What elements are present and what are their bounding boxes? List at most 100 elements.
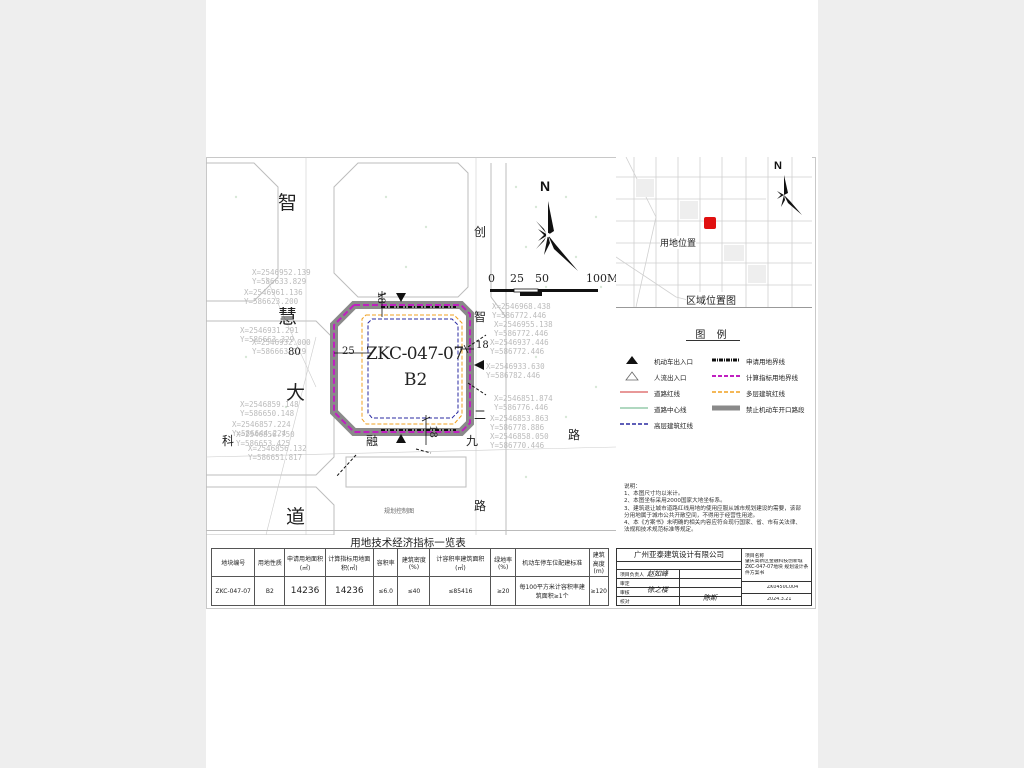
- role-label: 项目负责人: [620, 573, 644, 578]
- road-name-south-right: 路: [568, 428, 581, 442]
- dim-road-left: 80: [288, 347, 301, 358]
- notes-heading: 说明：: [624, 484, 641, 490]
- role-label: 审定: [620, 582, 630, 587]
- multistorey-setback-line: [361, 314, 463, 425]
- location-north-arrow: [777, 175, 802, 215]
- location-map: [616, 157, 812, 307]
- highrise-setback-line: [367, 318, 459, 419]
- scale-tick-100: 100M: [586, 272, 619, 285]
- legend-label: 道路红线: [654, 390, 680, 398]
- vehicle-entrance-east: [474, 360, 484, 370]
- table-header-cell: 建筑密度(%): [397, 548, 431, 577]
- table-cell: ≤85416: [429, 576, 492, 606]
- application-boundary-line: [381, 306, 456, 431]
- scale-tick-50: 50: [535, 272, 549, 285]
- legend-label: 人流出入口: [654, 374, 687, 382]
- location-divider: [616, 307, 812, 308]
- title-block: 广州亚泰建筑设计有限公司 项目名称 肇庆高新区金融科技创新城 ZKC-047-0…: [616, 548, 812, 606]
- road-name-east-5: 路: [474, 499, 487, 513]
- road-name-west-3: 大: [286, 382, 306, 404]
- bottom-caption: 规划控制图: [384, 508, 415, 515]
- site-location-label: 用地位置: [660, 236, 697, 249]
- dimension-marks: [334, 291, 474, 445]
- legend-label: 高层建筑红线: [654, 422, 693, 430]
- table-cell: ≥20: [490, 576, 516, 606]
- legend-symbol-vehicle-entrance: [626, 356, 638, 364]
- calculated-boundary-line: [333, 304, 471, 433]
- road-name-east-1: 创: [474, 225, 487, 239]
- legend-title-underline: [686, 340, 740, 341]
- legend-symbols: [620, 356, 740, 425]
- dim-bottom: 18: [426, 425, 438, 438]
- note-line: 分用地属于城市公共开敞空间，不得用于经营性用途。: [624, 512, 759, 519]
- table-cell: ≤6.0: [372, 576, 399, 606]
- location-north-label: N: [774, 160, 782, 172]
- table-cell: ≥120: [588, 576, 610, 606]
- note-line: 3、建筑退让城市道路红线用地的使用应服从城市规划建设的需要，该部: [624, 505, 801, 512]
- drawing-date: 2024.3.21: [767, 597, 792, 602]
- north-arrow-graphic: [536, 201, 578, 271]
- scale-bar: [490, 288, 598, 296]
- note-line: 4、本《方案书》未明确的相关内容应符合现行国家、省、市有关法律、: [624, 520, 801, 527]
- table-cell: ZKC-047-07: [210, 576, 256, 606]
- role-label: 审核: [620, 591, 630, 596]
- dim-top: 18: [374, 291, 386, 304]
- block-nw: [206, 162, 279, 302]
- table-divider: [206, 530, 616, 531]
- dim-right: 18: [476, 340, 489, 351]
- legend-title: 图 例: [695, 330, 731, 341]
- table-header-cell: 申请用地面积(㎡): [284, 548, 326, 577]
- project-name: 肇庆高新区金融科技创新城 ZKC-047-07地块 规划设计条件方案书: [745, 559, 809, 576]
- signature: 赵如峰: [647, 570, 668, 578]
- table-header-cell: 绿地率(%): [490, 548, 516, 577]
- road-name-east-2: 智: [474, 310, 487, 324]
- block-north: [333, 162, 469, 298]
- legend-label: 计算指标用地界线: [746, 374, 798, 382]
- table-header-cell: 建筑高度(m): [588, 548, 610, 577]
- road-name-west-4: 道: [286, 506, 306, 528]
- road-name-west-2: 慧: [278, 306, 298, 328]
- east-road-corner: [490, 296, 507, 318]
- vehicle-entrance-south: [396, 434, 406, 443]
- road-name-south-left-2: 融: [366, 434, 379, 448]
- road-centerlines: [206, 157, 616, 535]
- road-name-east-3: 二: [474, 408, 487, 422]
- note-line: 1、本图尺寸均以米计。: [624, 491, 684, 498]
- legend-label: 道路中心线: [654, 406, 687, 414]
- table-header-cell: 用地性质: [254, 548, 286, 577]
- table-header-cell: 计容积率建筑面积(㎡): [429, 548, 492, 577]
- table-cell: 每100平方米计容积率建筑面积≥1个: [514, 576, 590, 606]
- no-vehicle-opening-band: [330, 301, 474, 436]
- site-plan-map: [206, 157, 616, 535]
- note-line: 法规和技术规范标准等规定。: [624, 527, 697, 534]
- table-header-cell: 地块编号: [210, 548, 256, 577]
- scale-tick-0: 0: [488, 272, 495, 285]
- table-header-cell: 计算指标用地面积(㎡): [324, 548, 374, 577]
- block-sw: [206, 486, 335, 535]
- table-cell: ≤40: [397, 576, 431, 606]
- signature: 徐之楼: [647, 586, 668, 594]
- legend-label: 多层建筑红线: [746, 390, 785, 398]
- indicator-table-title: 用地技术经济指标一览表: [350, 537, 466, 549]
- table-cell: 14236: [324, 576, 374, 606]
- table-header-cell: 容积率: [372, 548, 399, 577]
- role-label: 校对: [620, 600, 630, 605]
- drawing-number: ZK0450C004: [767, 585, 799, 590]
- project-label: 项目名称: [745, 554, 765, 559]
- table-cell: B2: [254, 576, 286, 606]
- road-name-west-1: 智: [278, 192, 298, 214]
- notes: 说明： 1、本图尺寸均以米计。 2、本图坐标采用2000国家大地坐标系。 3、建…: [624, 484, 810, 534]
- table-cell: 14236: [284, 576, 326, 606]
- signature: 陈斯: [703, 594, 717, 602]
- legend: 图 例 机动车出入口 申请用地界线 人流出入口 计算指标用地界线 道路红线 多层…: [616, 312, 810, 484]
